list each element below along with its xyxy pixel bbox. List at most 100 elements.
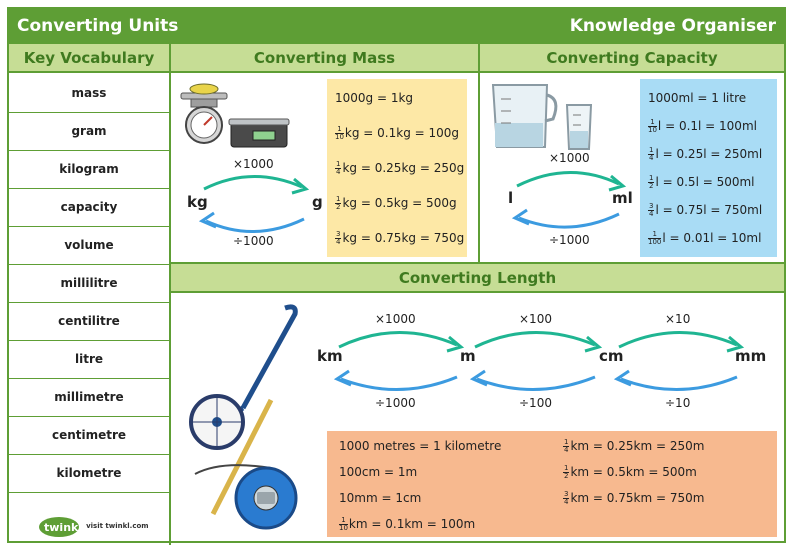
length-arrows — [333, 331, 745, 391]
fraction-denominator: 10 — [339, 524, 348, 532]
fraction-numerator: 1 — [563, 464, 570, 473]
fact-text: kg = 0.5kg = 500g — [342, 196, 457, 210]
tape-measure-icon — [194, 464, 298, 530]
fact-row: 1000ml = 1 litre — [648, 91, 746, 105]
fact-row: 1000g = 1kg — [335, 91, 413, 105]
fraction-numerator: 1 — [648, 146, 655, 155]
fact-text: l = 0.75l = 750ml — [655, 203, 763, 217]
trundle-wheel-icon — [189, 304, 298, 516]
length-facts-box: 1000 metres = 1 kilometre 100cm = 1m 10mm … — [327, 431, 777, 537]
fact-text: km = 0.25km = 250m — [570, 439, 705, 453]
vocab-item: mass — [9, 75, 169, 113]
fact-text: km = 0.5km = 500m — [570, 465, 697, 479]
divider — [171, 262, 784, 264]
fraction-numerator: 3 — [335, 230, 342, 239]
fraction-denominator: 4 — [564, 446, 569, 454]
fraction-denominator: 4 — [564, 498, 569, 506]
mass-divide-label: ÷1000 — [233, 234, 274, 248]
vocab-item: kilogram — [9, 151, 169, 189]
length-unit-km: km — [317, 347, 343, 365]
divider — [169, 44, 171, 545]
fact-text: l = 0.5l = 500ml — [655, 175, 755, 189]
fraction-denominator: 4 — [336, 168, 341, 176]
capacity-from-unit: l — [508, 189, 514, 207]
vocab-item: millimetre — [9, 379, 169, 417]
fact-text: l = 0.25l = 250ml — [655, 147, 763, 161]
fact-text: kg = 0.1kg = 100g — [344, 126, 460, 140]
fraction-numerator: 3 — [563, 490, 570, 499]
logo-url: visit twinkl.com — [86, 522, 149, 530]
title-bar: Converting Units Knowledge Organiser — [9, 9, 784, 44]
fraction-denominator: 2 — [649, 182, 654, 190]
vocab-item: centimetre — [9, 417, 169, 455]
fraction-denominator: 10 — [335, 133, 344, 141]
vocab-item: volume — [9, 227, 169, 265]
length-divide-label: ÷10 — [665, 396, 691, 410]
page-subtitle: Knowledge Organiser — [569, 16, 776, 36]
vocab-item: capacity — [9, 189, 169, 227]
fraction-denominator: 100 — [648, 238, 662, 246]
fraction-numerator: 1 — [648, 231, 662, 239]
capacity-divide-label: ÷1000 — [549, 233, 590, 247]
divider — [478, 44, 480, 264]
capacity-header: Converting Capacity — [480, 44, 784, 73]
fraction-numerator: 1 — [339, 517, 348, 525]
capacity-arrows — [511, 171, 627, 229]
length-multiply-label: ×1000 — [375, 312, 416, 326]
fraction-denominator: 10 — [648, 126, 657, 134]
svg-text:twinkl: twinkl — [44, 521, 82, 534]
vocab-item: kilometre — [9, 455, 169, 493]
measuring-jug-icon — [491, 84, 593, 150]
length-unit-cm: cm — [599, 347, 624, 365]
fact-text: kg = 0.75kg = 750g — [342, 231, 465, 245]
fact-text: l = 0.1l = 100ml — [657, 119, 757, 133]
vocab-item: gram — [9, 113, 169, 151]
capacity-to-unit: ml — [612, 189, 633, 207]
fact-text: km = 0.75km = 750m — [570, 491, 705, 505]
fraction-numerator: 1 — [335, 160, 342, 169]
fact-row: 10mm = 1cm — [339, 491, 421, 505]
length-multiply-label: ×100 — [519, 312, 552, 326]
length-divide-label: ÷1000 — [375, 396, 416, 410]
fraction-denominator: 2 — [336, 203, 341, 211]
mass-from-unit: kg — [187, 193, 208, 211]
fact-text: l = 0.01l = 10ml — [662, 231, 762, 245]
fact-text: 1000g = 1kg — [335, 91, 414, 105]
kitchen-scales-icon — [180, 83, 290, 148]
fraction-denominator: 4 — [336, 238, 341, 246]
fraction-numerator: 1 — [335, 126, 344, 134]
mass-multiply-label: ×1000 — [233, 157, 274, 171]
twinkl-logo: twinkl visit twinkl.com — [39, 515, 149, 537]
knowledge-organiser: Converting Units Knowledge Organiser Key… — [7, 7, 786, 545]
fact-text: 1000 metres = 1 kilometre — [339, 439, 502, 453]
fact-row: 100cm = 1m — [339, 465, 417, 479]
fact-text: 1000ml = 1 litre — [648, 91, 747, 105]
fact-text: 100cm = 1m — [339, 465, 418, 479]
length-multiply-label: ×10 — [665, 312, 691, 326]
fraction-numerator: 1 — [335, 195, 342, 204]
vocab-header: Key Vocabulary — [9, 44, 169, 73]
